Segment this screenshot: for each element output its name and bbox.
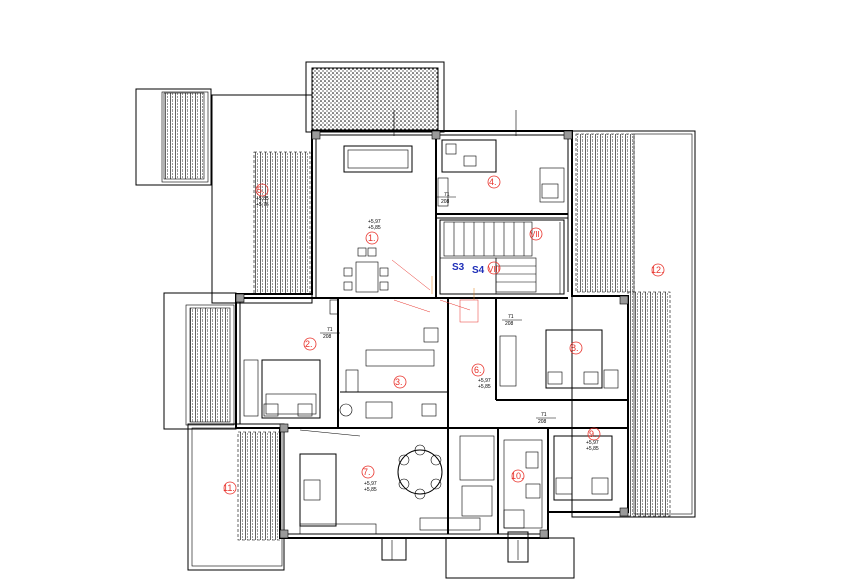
bedroom-2-furniture xyxy=(243,359,321,419)
svg-text:71: 71 xyxy=(444,192,450,198)
room-markers xyxy=(223,175,665,495)
room-label-3: 3. xyxy=(395,377,403,387)
svg-text:71: 71 xyxy=(508,314,514,320)
door-mark: 71 208 xyxy=(320,327,340,340)
room-label-1: 1. xyxy=(368,233,376,243)
room-level-7a: +5,97 xyxy=(364,481,377,487)
room-label-12: 12. xyxy=(651,265,664,275)
stair-label-vii: VII xyxy=(530,230,540,239)
columns xyxy=(235,130,629,539)
room-label-4: 4. xyxy=(489,177,497,187)
room-level-6b: +5,85 xyxy=(478,384,491,390)
bedroom-4-furniture xyxy=(437,139,565,207)
room-label-7: 7. xyxy=(363,467,371,477)
room-level-9a: +5,97 xyxy=(586,440,599,446)
stair-label-s3: S3 xyxy=(452,262,465,273)
section-lines xyxy=(391,259,479,323)
terrace-5 xyxy=(253,151,311,295)
door-mark: 71 208 xyxy=(536,412,556,425)
svg-text:208: 208 xyxy=(538,419,547,425)
svg-text:208: 208 xyxy=(323,334,332,340)
room-label-5: 5. xyxy=(257,185,265,195)
room-level-1b: +5,85 xyxy=(368,225,381,231)
stair-label-s4: S4 xyxy=(472,265,485,276)
balcony-bottom-left xyxy=(187,423,285,571)
room-level-9b: +5,85 xyxy=(586,446,599,452)
svg-text:208: 208 xyxy=(505,321,514,327)
gravel-area xyxy=(311,67,439,131)
living-furniture xyxy=(329,145,413,315)
bottom-entries xyxy=(381,531,575,579)
staircase xyxy=(439,219,565,295)
balcony-left xyxy=(163,292,237,430)
stair-label-viii: VIII xyxy=(488,265,500,274)
balcony-top-left xyxy=(135,88,313,304)
orange-dimensions xyxy=(431,276,475,300)
room-level-7b: +5,85 xyxy=(364,487,377,493)
bedroom-8-furniture xyxy=(499,329,619,389)
door-mark: 71 208 xyxy=(436,192,456,205)
room-7-furniture xyxy=(299,444,481,535)
room-label-6: 6. xyxy=(474,365,482,375)
room-label-10: 10. xyxy=(511,471,524,481)
room-level-6a: +5,97 xyxy=(478,378,491,384)
dimension-ticks xyxy=(299,110,519,560)
svg-text:208: 208 xyxy=(441,199,450,205)
terrace-level-b: +5,76 xyxy=(256,202,269,208)
room-label-11: 11. xyxy=(223,483,235,493)
door-mark: 71 208 xyxy=(502,314,522,327)
room-label-9: 9. xyxy=(589,429,597,439)
bedroom-9-furniture xyxy=(459,435,613,529)
terrace-12 xyxy=(571,130,696,518)
svg-text:71: 71 xyxy=(541,412,547,418)
room-level-1a: +5,97 xyxy=(368,219,381,225)
room-label-2: 2. xyxy=(305,339,313,349)
terrace-level-a: +5,85 xyxy=(256,196,269,202)
svg-text:71: 71 xyxy=(327,327,333,333)
room-label-8: 8. xyxy=(571,343,579,353)
kitchen-3-furniture xyxy=(339,327,439,419)
